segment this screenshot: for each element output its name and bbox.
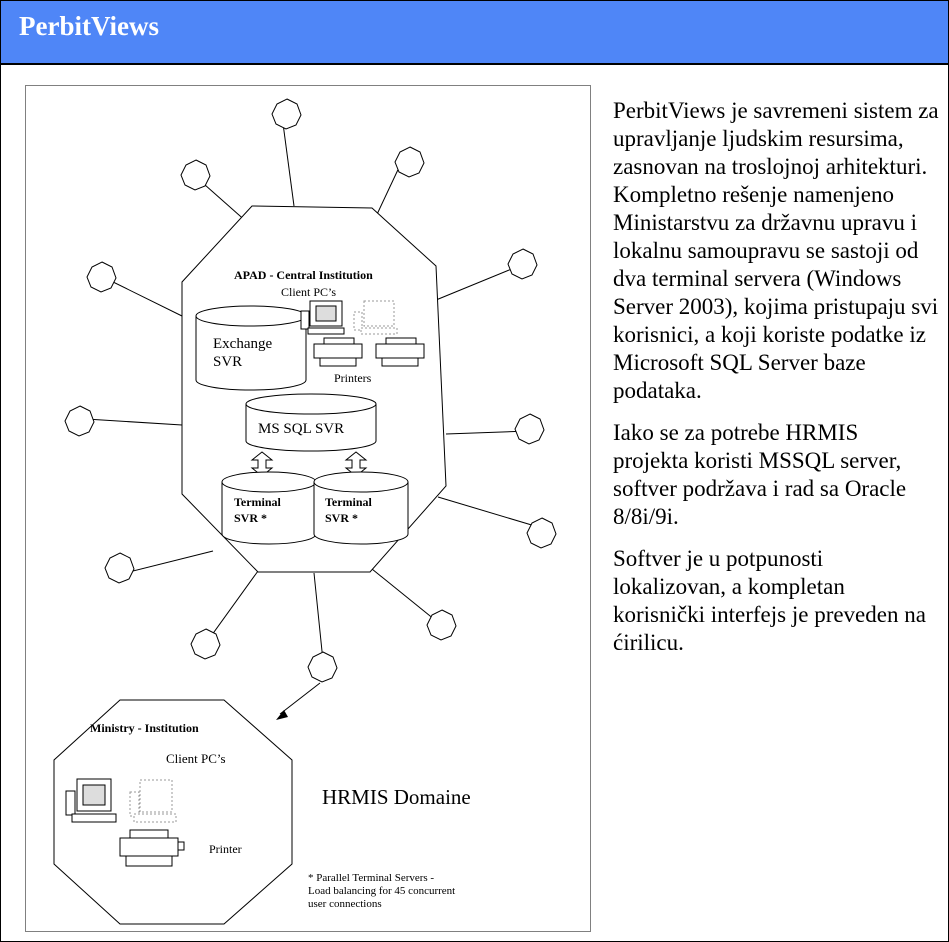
node-octagon	[307, 651, 338, 683]
arrow-head	[276, 710, 288, 720]
client-pc-icon	[65, 778, 117, 823]
node-octagon	[104, 552, 135, 584]
footnote-line-2: Load balancing for 45 concurrent	[308, 885, 455, 897]
node-octagon	[507, 248, 538, 280]
printers-label: Printers	[334, 371, 372, 385]
ministry-title: Ministry - Institution	[90, 721, 199, 735]
description-paragraph: Iako se za potrebe HRMIS projekta korist…	[613, 420, 907, 529]
printer-icon	[119, 829, 185, 867]
ministry-printer-label: Printer	[209, 842, 242, 856]
client-pc-icon-dotted	[129, 779, 177, 823]
terminal2-label-2: SVR *	[325, 511, 358, 525]
printer-icon	[375, 337, 425, 367]
description-paragraph: Softver je u potpunosti lokalizovan, a k…	[613, 546, 926, 655]
terminal1-label-1: Terminal	[234, 495, 282, 509]
central-client-pcs-label: Client PC’s	[281, 285, 336, 299]
terminal1-label-2: SVR *	[234, 511, 267, 525]
page-title: PerbitViews	[19, 11, 159, 41]
network-diagram: APAD - Central Institution Client PC’s E…	[53, 98, 557, 925]
domain-label: HRMIS Domaine	[322, 785, 471, 809]
mssql-label: MS SQL SVR	[258, 421, 344, 437]
central-title: APAD - Central Institution	[234, 268, 373, 282]
remote-nodes	[64, 98, 557, 683]
diagram-panel: APAD - Central Institution Client PC’s E…	[25, 85, 591, 932]
node-octagon	[271, 98, 302, 130]
node-octagon	[86, 261, 117, 293]
node-octagon	[180, 159, 211, 191]
footnote-line-3: user connections	[308, 898, 382, 910]
exchange-label-1: Exchange	[213, 336, 272, 352]
exchange-server-icon	[195, 305, 307, 391]
node-octagon	[394, 146, 425, 178]
node-octagon	[426, 609, 457, 641]
exchange-label-2: SVR	[213, 354, 242, 370]
ministry-institution-boundary	[53, 699, 293, 925]
node-octagon	[64, 405, 95, 437]
terminal2-label-1: Terminal	[325, 495, 373, 509]
description-text: PerbitViews je savremeni sistem za uprav…	[613, 97, 939, 671]
footnote-line-1: * Parallel Terminal Servers -	[308, 872, 434, 884]
header-bar: PerbitViews	[1, 1, 948, 65]
node-octagon	[514, 413, 545, 445]
client-pc-icon-dotted	[353, 300, 398, 335]
node-octagon	[526, 517, 557, 549]
mssql-server-icon	[245, 393, 377, 452]
terminal-server-icon	[221, 471, 317, 545]
terminal-server-icon	[313, 471, 409, 545]
printer-icon	[313, 337, 363, 367]
description-paragraph: PerbitViews je savremeni sistem za uprav…	[613, 98, 939, 403]
client-pc-icon	[300, 300, 345, 335]
node-octagon	[190, 628, 221, 660]
ministry-client-pcs-label: Client PC’s	[166, 751, 226, 766]
